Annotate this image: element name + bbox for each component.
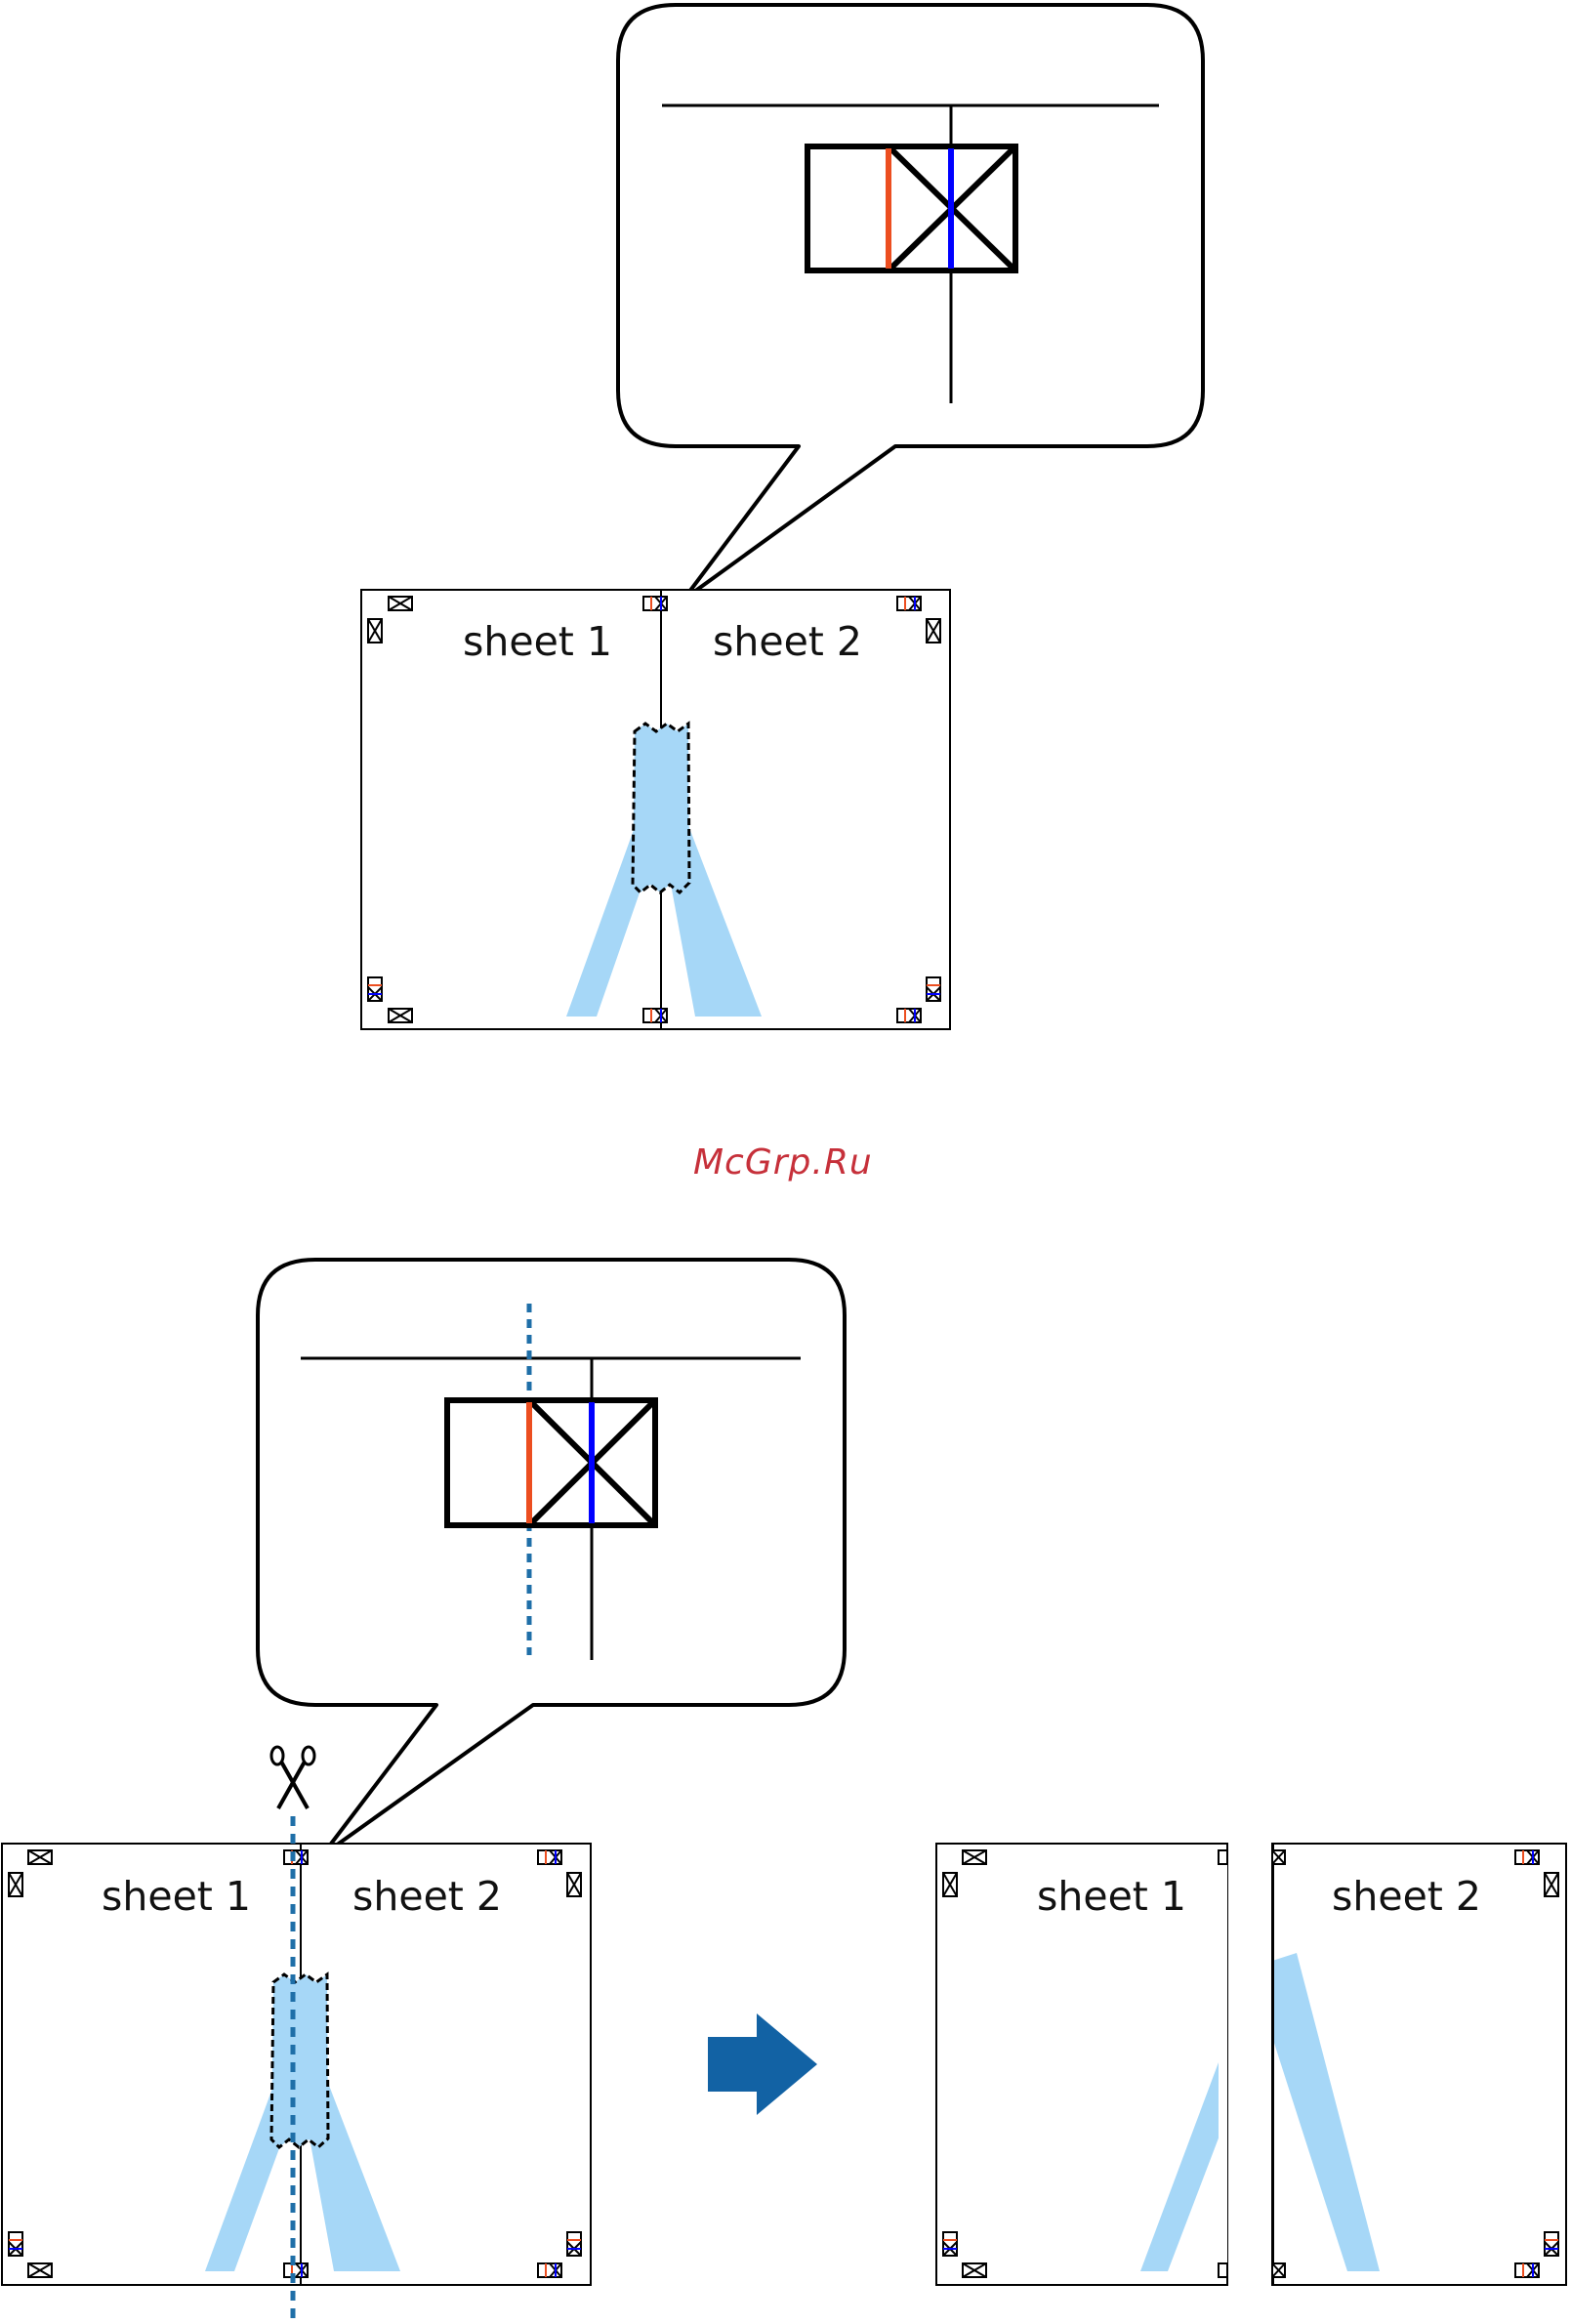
watermark-text: McGrp.Ru bbox=[693, 1142, 873, 1183]
top-tape-piece bbox=[633, 724, 689, 892]
top-figure: sheet 1 sheet 2 bbox=[361, 5, 1203, 1029]
right-arrow-icon bbox=[708, 2013, 817, 2115]
bottom-figure: sheet 1 sheet 2 bbox=[2, 1260, 1566, 2324]
result-sheet-1: sheet 1 bbox=[936, 1844, 1227, 2285]
bottom-sheet1-label: sheet 1 bbox=[102, 1873, 251, 1920]
bottom-tape-piece bbox=[271, 1974, 328, 2147]
result-sheet-2: sheet 2 bbox=[1272, 1844, 1566, 2285]
result-sheet2-label: sheet 2 bbox=[1332, 1873, 1481, 1920]
bottom-callout-bubble bbox=[258, 1260, 845, 1855]
top-callout-bubble bbox=[618, 5, 1203, 600]
result-sheet1-label: sheet 1 bbox=[1037, 1873, 1186, 1920]
scissors-icon bbox=[271, 1747, 314, 1808]
top-sheet1-label: sheet 1 bbox=[463, 618, 612, 665]
bottom-sheet2-label: sheet 2 bbox=[352, 1873, 502, 1920]
top-sheet2-label: sheet 2 bbox=[713, 618, 862, 665]
